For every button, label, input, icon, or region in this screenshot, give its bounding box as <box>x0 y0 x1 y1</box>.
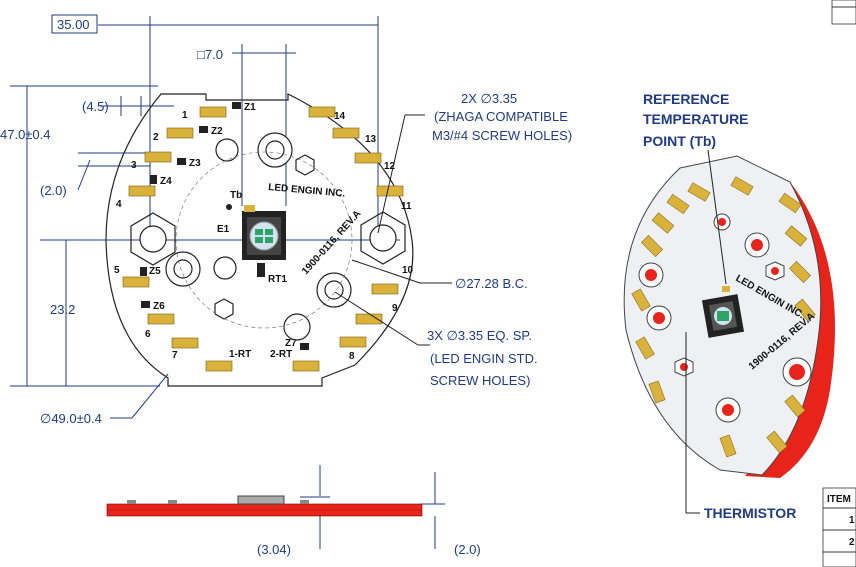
iso-pads <box>631 176 816 458</box>
pad-label-8: 8 <box>349 351 355 362</box>
pad-rt2 <box>292 360 320 372</box>
hole-ring-small <box>215 138 239 162</box>
z1-part <box>232 102 241 109</box>
bolt-circle <box>175 151 353 329</box>
pad-11 <box>376 185 404 197</box>
pad-label-11: 11 <box>401 201 412 212</box>
pad-label-1: 1 <box>182 110 188 121</box>
ledengin-callout-2: (LED ENGIN STD. <box>430 351 538 366</box>
pad-6 <box>147 313 175 325</box>
hole-left-zhaga <box>139 225 167 253</box>
dim-2-0: (2.0) <box>40 183 67 198</box>
zhaga-callout-2: (ZHAGA COMPATIBLE <box>434 109 568 124</box>
z2-part <box>199 126 208 133</box>
hex-right <box>360 211 406 265</box>
led-package <box>226 204 286 277</box>
z4-part <box>150 175 157 184</box>
pad-4 <box>128 185 156 197</box>
iso-holes <box>638 213 812 423</box>
pad-7 <box>171 337 199 349</box>
pad-label-9: 9 <box>392 303 398 314</box>
dim-height: 47.0±0.4 <box>0 127 51 142</box>
dim-width-box <box>51 14 98 34</box>
rt1-part <box>257 263 265 277</box>
pad-14 <box>308 106 336 118</box>
pad-label-10: 10 <box>402 265 414 276</box>
rt1-pad-label: 1-RT <box>229 349 251 360</box>
ref-temp-line1: REFERENCE <box>643 91 729 107</box>
dim-23-2: 23.2 <box>50 302 75 317</box>
ref-temp-line3: POINT (Tb) <box>643 133 716 149</box>
iso-view: LED ENGIN INC. 1900-0116, REV.A REFERENC… <box>623 91 835 521</box>
z5-part <box>140 267 147 276</box>
z5-label: Z5 <box>149 266 161 277</box>
dim-width: 35.00 <box>57 17 90 32</box>
top-view: 35.00 □7.0 (4.5) 47.0±0.4 (2.0) 23.2 ∅49… <box>0 14 414 426</box>
pad-2 <box>166 127 194 139</box>
pad-label-4: 4 <box>116 199 122 210</box>
pad-label-3: 3 <box>131 160 137 171</box>
callouts: 2X ∅3.35 (ZHAGA COMPATIBLE M3/#4 SCREW H… <box>334 91 572 388</box>
bc-callout: ∅27.28 B.C. <box>455 276 528 291</box>
pad-1 <box>199 106 227 118</box>
pad-12 <box>354 152 382 164</box>
hex-small-1 <box>295 154 315 176</box>
ledengin-callout-1: 3X ∅3.35 EQ. SP. <box>427 328 532 343</box>
z6-label: Z6 <box>153 301 165 312</box>
item-row-1: 1 <box>849 515 855 526</box>
pads <box>122 106 404 372</box>
item-header: ITEM <box>827 494 851 505</box>
pad-label-12: 12 <box>384 161 396 172</box>
z6-part <box>141 301 150 308</box>
hex-small-2 <box>214 298 234 320</box>
screw-holes <box>130 132 406 341</box>
pad-13 <box>332 127 360 139</box>
rt2-pad-label: 2-RT <box>270 349 292 360</box>
pad-label-2: 2 <box>153 132 159 143</box>
z7-label: Z7 <box>285 338 297 349</box>
dim-4-5: (4.5) <box>82 99 109 114</box>
pad-label-13: 13 <box>365 134 377 145</box>
pad-10 <box>371 283 399 295</box>
rt1-label: RT1 <box>268 274 287 285</box>
z1-label: Z1 <box>244 102 256 113</box>
hole-ring-small2 <box>213 256 237 280</box>
pad-3 <box>144 151 172 163</box>
e1-label: E1 <box>217 224 230 235</box>
z7-part <box>300 343 309 350</box>
z3-part <box>177 158 186 165</box>
item-table: ITEM 1 2 <box>822 0 856 567</box>
side-led <box>237 495 285 505</box>
pad-5 <box>122 276 150 288</box>
z4-label: Z4 <box>160 176 172 187</box>
dim-2-0b: (2.0) <box>454 542 481 557</box>
z2-label: Z2 <box>211 126 223 137</box>
dim-led-size: □7.0 <box>197 47 223 62</box>
hole-right-zhaga <box>369 224 397 252</box>
pad-label-14: 14 <box>334 111 346 122</box>
zhaga-callout-3: M3/#4 SCREW HOLES) <box>432 128 572 143</box>
iso-led <box>701 286 745 338</box>
tb-label: Tb <box>230 190 242 201</box>
ledengin-callout-3: SCREW HOLES) <box>430 373 530 388</box>
pad-label-5: 5 <box>114 265 120 276</box>
thermistor-label: THERMISTOR <box>704 505 796 521</box>
ref-temp-line2: TEMPERATURE <box>643 111 749 127</box>
zener-parts <box>140 102 309 350</box>
pad-8 <box>339 336 367 348</box>
side-view: (3.04) (2.0) <box>106 465 481 557</box>
zhaga-callout-1: 2X ∅3.35 <box>461 91 517 106</box>
pad-label-6: 6 <box>145 329 151 340</box>
dim-3-04: (3.04) <box>257 542 291 557</box>
tb-marker <box>244 205 255 212</box>
pad-numbers: 1 2 3 4 5 6 7 8 9 10 11 12 13 14 <box>114 110 414 362</box>
hole-bottom-std <box>283 313 311 341</box>
item-row-2: 2 <box>849 537 855 548</box>
pad-label-7: 7 <box>172 350 178 361</box>
z3-label: Z3 <box>189 158 201 169</box>
dim-diameter: ∅49.0±0.4 <box>40 411 102 426</box>
hex-left <box>130 212 176 266</box>
pad-rt1 <box>205 360 233 372</box>
